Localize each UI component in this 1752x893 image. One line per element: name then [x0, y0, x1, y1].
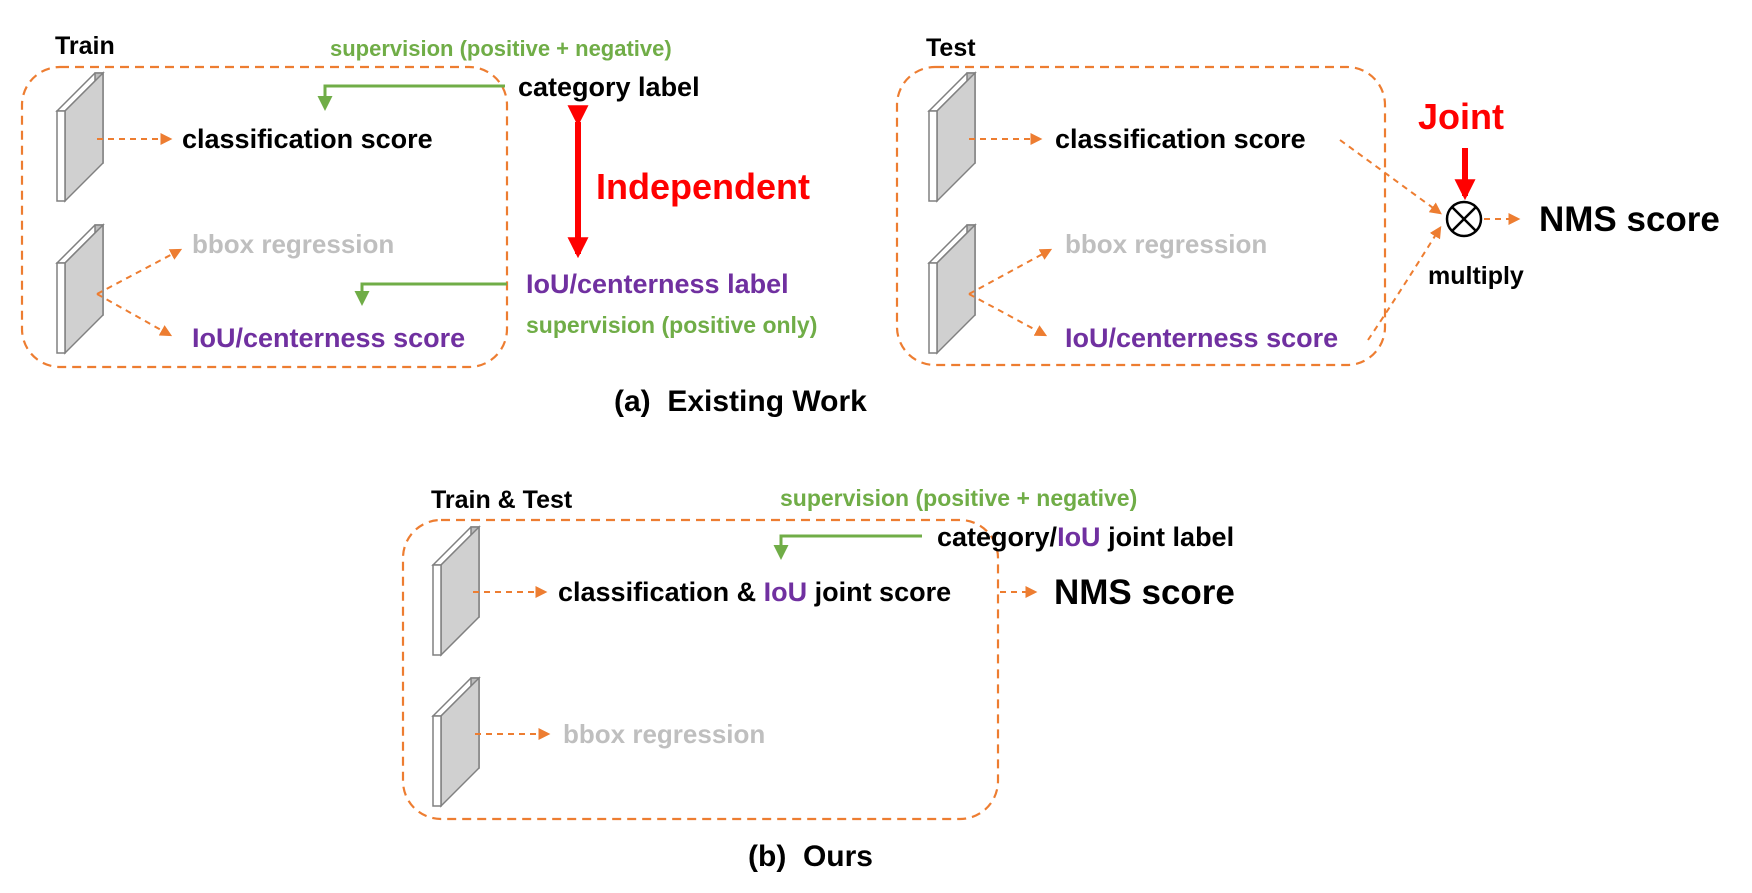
arrow-to-iou-score [96, 293, 173, 337]
feature-map-cls [56, 72, 104, 202]
arrow-to-bbox [96, 248, 183, 295]
ours-nms-score: NMS score [1054, 573, 1235, 612]
test-iou-score: IoU/centerness score [1065, 323, 1338, 353]
train-category-label: category label [518, 72, 700, 102]
train-supervision-pos-only: supervision (positive only) [526, 312, 817, 338]
ours-supervision-pos-neg: supervision (positive + negative) [780, 485, 1137, 511]
independent-label: Independent [596, 166, 810, 207]
train-iou-score: IoU/centerness score [192, 323, 465, 353]
test-arrow-to-iou [968, 293, 1048, 337]
ours-bbox-regression: bbox regression [563, 719, 765, 749]
test-classification-score: classification score [1055, 124, 1306, 154]
ours-supervision-arrow [773, 534, 922, 560]
panel-b: Train & Test classification & IoU joint … [401, 485, 1235, 821]
ours-feature-map-reg [432, 677, 480, 807]
supervision-arrow-category [317, 84, 505, 111]
feature-map-reg [56, 224, 104, 354]
ours-title: Train & Test [431, 486, 573, 514]
test-iou-to-multiply [1367, 225, 1442, 341]
test-arrow-to-bbox [968, 248, 1053, 295]
ours-feature-map-cls [432, 526, 480, 656]
test-nms-score: NMS score [1539, 200, 1720, 239]
ours-joint-label: category/IoU joint label [937, 522, 1234, 552]
ours-dashed-box [401, 518, 1000, 821]
train-supervision-pos-neg: supervision (positive + negative) [330, 36, 672, 61]
test-dashed-box [895, 65, 1387, 367]
train-classification-score: classification score [182, 124, 433, 154]
panel-a-train: Train classification score bbox regressi… [20, 32, 817, 369]
test-bbox-regression: bbox regression [1065, 229, 1267, 259]
supervision-arrow-iou [354, 282, 507, 306]
test-cls-to-multiply [1339, 139, 1442, 215]
test-title: Test [926, 34, 976, 62]
train-title: Train [55, 32, 115, 60]
test-feature-map-cls [928, 72, 976, 202]
test-feature-map-reg [928, 224, 976, 354]
multiply-icon [1445, 200, 1483, 238]
caption-a: (a) Existing Work [614, 385, 867, 418]
multiply-label: multiply [1428, 262, 1524, 290]
caption-b: (b) Ours [748, 840, 873, 873]
joint-label: Joint [1418, 96, 1504, 137]
panel-a-test: Test classification score bbox regressio… [895, 34, 1720, 367]
train-iou-label: IoU/centerness label [526, 269, 789, 299]
train-bbox-regression: bbox regression [192, 229, 394, 259]
ours-joint-score: classification & IoU joint score [558, 577, 951, 607]
